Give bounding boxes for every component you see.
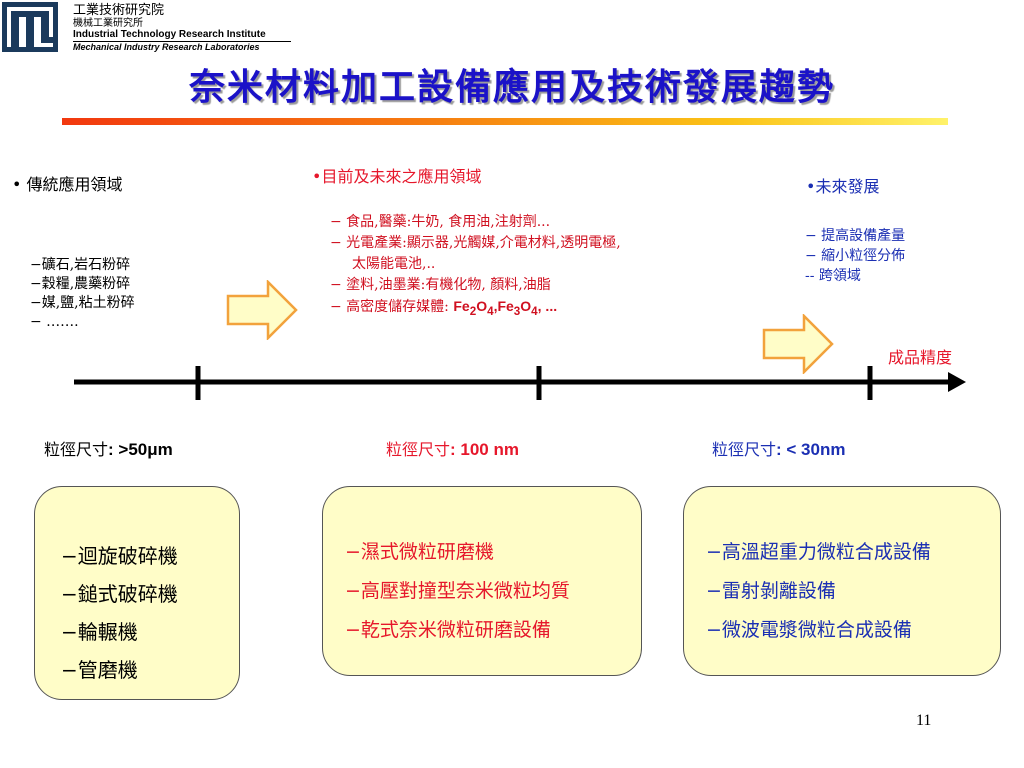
equipment-box-traditional: −迴旋破碎機 −鎚式破碎機 −輪輾機 −管磨機 [34, 486, 240, 700]
equipment-box-current: −濕式微粒研磨機 −高壓對撞型奈米微粒均質 −乾式奈米微粒研磨設備 [322, 486, 642, 676]
axis-end-label: 成品精度 [888, 348, 953, 367]
storage-media-label: − 高密度儲存媒體: [330, 299, 454, 315]
list-item: −管磨機 [61, 658, 138, 682]
list-item: −微波電漿微粒合成設備 [706, 619, 912, 641]
chemical-formula: Fe2O4,Fe3O4, ... [453, 298, 558, 318]
logo-name-en: Industrial Technology Research Institute [73, 29, 266, 40]
right-arrow-icon [226, 280, 298, 340]
list-item: − ……. [30, 314, 79, 330]
logo-divider [73, 41, 291, 42]
list-item: − 縮小粒徑分佈 [805, 248, 906, 264]
list-item: − 提高設備產量 [805, 228, 906, 244]
equipment-box-future: −高溫超重力微粒合成設備 −雷射剝離設備 −微波電漿微粒合成設備 [683, 486, 1001, 676]
list-item: − 光電產業:顯示器,光觸媒,介電材料,透明電極, [330, 235, 621, 251]
list-item: −礦石,岩石粉碎 [30, 257, 131, 273]
logo-subname-en: Mechanical Industry Research Laboratorie… [73, 42, 260, 52]
list-item: −雷射剝離設備 [706, 580, 836, 602]
list-item: −迴旋破碎機 [61, 544, 178, 568]
list-item: − 食品,醫藥:牛奶, 食用油,注射劑... [330, 214, 551, 230]
right-arrow-icon [762, 314, 834, 374]
page-number: 11 [916, 712, 932, 729]
traditional-list: −礦石,岩石粉碎 −穀糧,農藥粉碎 −媒,鹽,粘土粉碎 − ……. [30, 256, 135, 332]
title-underline-bar [62, 118, 948, 125]
list-item: −濕式微粒研磨機 [345, 541, 494, 563]
logo-name-zh: 工業技術研究院 [73, 3, 165, 18]
list-item: −高壓對撞型奈米微粒均質 [345, 580, 570, 602]
future-heading: •未來發展 [806, 177, 880, 196]
list-item: −輪輾機 [61, 620, 138, 644]
size-label: 粒徑尺寸: >50μm [44, 440, 173, 459]
list-item: −高溫超重力微粒合成設備 [706, 541, 931, 563]
list-item: − 塗料,油墨業:有機化物, 顏料,油脂 [330, 277, 551, 293]
size-label: 粒徑尺寸: < 30nm [712, 440, 846, 459]
traditional-heading: • 傳統應用領域 [12, 175, 123, 194]
current-heading: •目前及未來之應用領域 [312, 167, 482, 186]
future-list: − 提高設備產量 − 縮小粒徑分佈 -- 跨領域 [805, 226, 905, 286]
size-axis [74, 366, 966, 400]
itri-logo [2, 2, 58, 52]
list-item: −乾式奈米微粒研磨設備 [345, 619, 551, 641]
slide-title: 奈米材料加工設備應用及技術發展趨勢 [188, 66, 835, 108]
list-item: − 高密度儲存媒體: Fe2O4,Fe3O4, ... [330, 296, 621, 322]
list-item: −穀糧,農藥粉碎 [30, 276, 131, 292]
list-item: −鎚式破碎機 [61, 582, 178, 606]
size-label: 粒徑尺寸: 100 nm [386, 440, 519, 459]
list-item: -- 跨領域 [805, 268, 861, 284]
logo-subname-zh: 機械工業研究所 [73, 18, 143, 29]
list-item-continued: 太陽能電池,.. [352, 256, 436, 272]
current-list: − 食品,醫藥:牛奶, 食用油,注射劑... − 光電產業:顯示器,光觸媒,介電… [330, 212, 621, 322]
list-item: −媒,鹽,粘土粉碎 [30, 295, 135, 311]
